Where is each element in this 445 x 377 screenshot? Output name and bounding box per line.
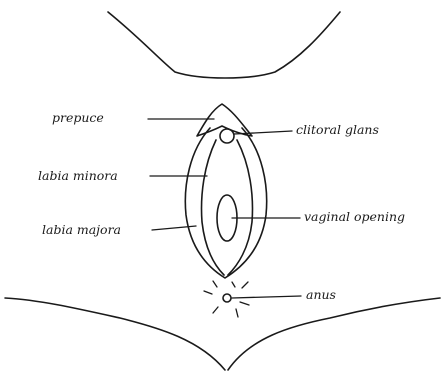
label-prepuce: prepuce (52, 110, 104, 125)
label-anus: anus (306, 287, 336, 302)
label-labia-majora: labia majora (42, 222, 121, 237)
label-vaginal-opening: vaginal opening (304, 209, 405, 224)
label-labia-minora: labia minora (38, 168, 118, 183)
label-clitoral-glans: clitoral glans (296, 122, 379, 137)
